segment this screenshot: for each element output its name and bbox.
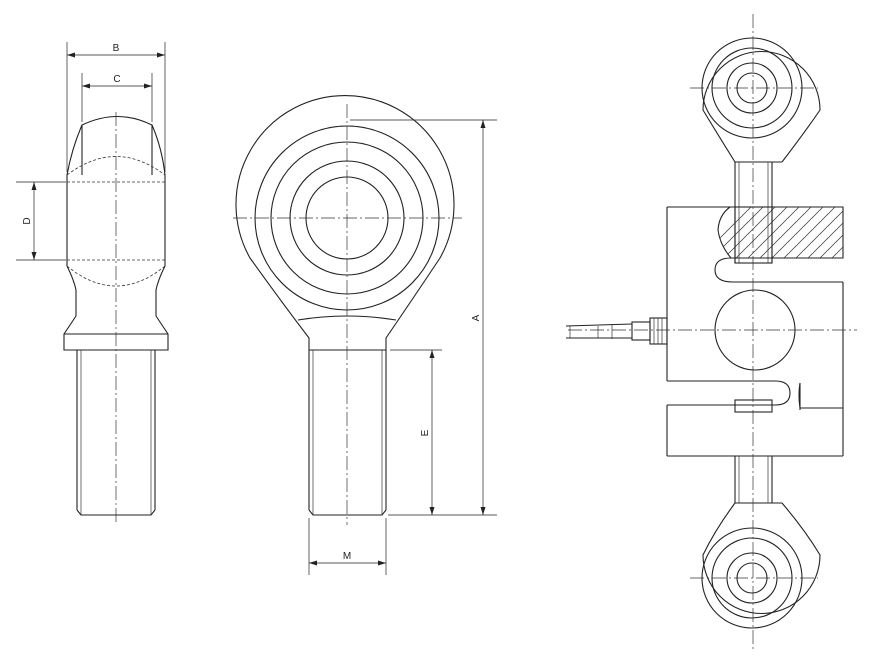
dimension-label-b: B xyxy=(113,43,120,54)
dimension-label-m: M xyxy=(343,551,351,562)
dimension-label-c: C xyxy=(113,74,120,85)
dimension-b: B xyxy=(66,42,166,172)
dimension-m: M xyxy=(308,518,387,575)
dimension-c: C xyxy=(81,73,153,122)
dimension-e: E xyxy=(390,349,442,515)
dimension-label-a: A xyxy=(471,314,482,321)
dimension-label-d: D xyxy=(22,217,33,224)
rod-end-front-view xyxy=(233,95,462,525)
dimension-a: A xyxy=(350,119,497,516)
load-cell-assembly xyxy=(565,14,857,650)
dimension-label-e: E xyxy=(420,429,431,436)
rod-end-side-view xyxy=(63,112,169,525)
dimension-d: D xyxy=(16,181,66,261)
